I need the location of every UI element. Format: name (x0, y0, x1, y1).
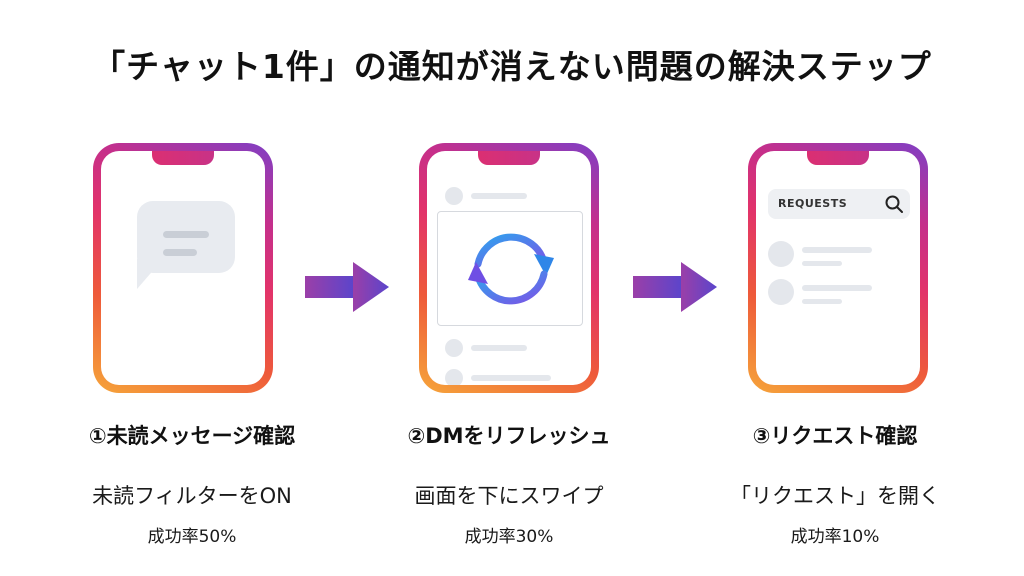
phone-notch (478, 151, 540, 165)
step-3-rate: 成功率10% (790, 527, 880, 547)
arrow-right-icon (305, 262, 389, 312)
list-line (471, 375, 551, 381)
step-2-title: ②DMをリフレッシュ (407, 424, 611, 448)
list-line (802, 261, 842, 266)
phone-refresh (419, 143, 599, 393)
phone-notch (807, 151, 869, 165)
step-2-description: 画面を下にスワイプ (414, 484, 604, 508)
list-avatar (445, 339, 463, 357)
phone-requests: REQUESTS (748, 143, 928, 393)
list-line (471, 345, 527, 351)
phone-notch (152, 151, 214, 165)
step-1-description: 未読フィルターをON (92, 484, 292, 508)
list-line (802, 299, 842, 304)
phone-screen (101, 151, 265, 385)
list-line (471, 193, 527, 199)
refresh-icon (468, 233, 554, 305)
phone-screen: REQUESTS (756, 151, 920, 385)
refresh-card (437, 211, 583, 326)
list-avatar (768, 241, 794, 267)
step-2-rate: 成功率30% (464, 527, 554, 547)
step-3-title: ③リクエスト確認 (752, 424, 918, 448)
requests-search-bar[interactable]: REQUESTS (768, 189, 910, 219)
arrow-right-icon (633, 262, 717, 312)
step-3-description: 「リクエスト」を開く (730, 484, 940, 508)
step-1-rate: 成功率50% (147, 527, 237, 547)
list-line (802, 247, 872, 253)
page-title: 「チャット1件」の通知が消えない問題の解決ステップ (92, 47, 932, 86)
phone-screen (427, 151, 591, 385)
list-avatar (768, 279, 794, 305)
phone-unread (93, 143, 273, 393)
requests-label: REQUESTS (778, 197, 848, 210)
list-avatar (445, 369, 463, 385)
list-line (802, 285, 872, 291)
search-icon[interactable] (884, 194, 904, 214)
list-avatar (445, 187, 463, 205)
step-1-title: ①未読メッセージ確認 (88, 424, 296, 448)
